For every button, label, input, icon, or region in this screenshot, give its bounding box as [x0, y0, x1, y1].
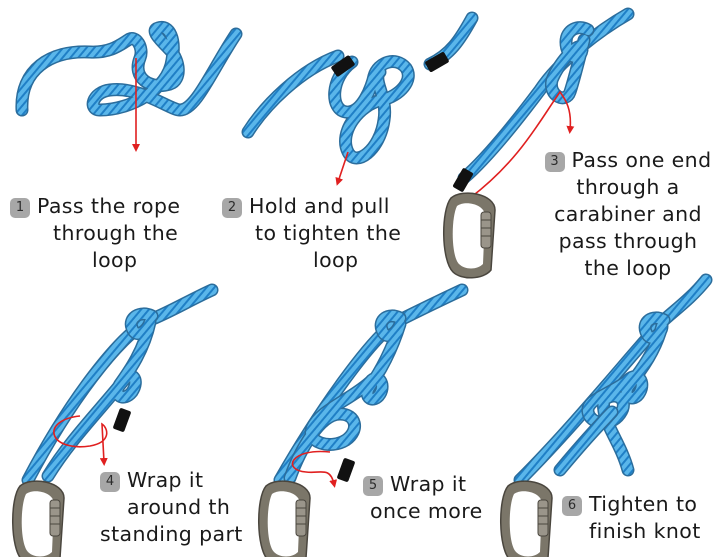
step-6-lower-strand — [553, 405, 619, 477]
step-3-line-2: through a — [576, 175, 680, 199]
step-3-line-3: carabiner and — [554, 202, 702, 226]
step-5-rope-end — [337, 458, 355, 482]
step-4-rope-end — [113, 408, 131, 432]
step-4-line-2: around th — [127, 495, 231, 519]
step-3-line-5: the loop — [584, 256, 672, 280]
step-3-line-1: Pass one end — [571, 148, 712, 172]
step-6-line-1: Tighten to — [589, 492, 698, 516]
step-2-line-2: to tighten the — [255, 221, 402, 245]
step-5-carabiner-icon — [257, 480, 311, 557]
step-2-arrow-icon — [335, 151, 349, 186]
step-1-line-1: Pass the rope — [37, 194, 181, 218]
step-5-line-2: once more — [370, 499, 483, 523]
step-2-rope-left — [241, 49, 345, 139]
step-4-caption: 4 Wrap it around th standing part — [100, 467, 243, 548]
step-2-caption: 2 Hold and pull to tighten the loop — [222, 193, 401, 274]
step-3-rope-end — [453, 168, 473, 192]
step-1-rope — [15, 20, 243, 117]
step-6-standing-rope — [513, 273, 713, 487]
step-4-carabiner-icon — [11, 480, 65, 557]
step-4-line-3: standing part — [100, 522, 243, 546]
step-3-standing-rope — [457, 7, 635, 185]
step-3-line-4: pass through — [558, 229, 698, 253]
step-1-line-2: through the — [53, 221, 179, 245]
step-3-carabiner-icon — [442, 192, 496, 279]
step-5-knot — [283, 309, 407, 485]
step-2-knot — [328, 55, 415, 165]
step-4-badge: 4 — [100, 472, 120, 492]
step-5-arrow-icon — [291, 450, 338, 488]
step-6-line-2: finish knot — [589, 519, 701, 543]
step-6-badge: 6 — [562, 496, 582, 516]
step-6-caption: 6 Tighten to finish knot — [562, 491, 701, 545]
step-3-badge: 3 — [544, 152, 565, 172]
step-3-knot — [544, 21, 595, 105]
step-4-knot — [41, 307, 159, 483]
step-5-badge: 5 — [363, 476, 383, 496]
step-3-arrow-icon — [469, 90, 575, 199]
step-2-badge: 2 — [222, 198, 242, 218]
step-6-knot — [581, 311, 671, 477]
step-1-line-3: loop — [92, 248, 138, 272]
step-1-badge: 1 — [10, 198, 30, 218]
step-3-caption: 3 Pass one end through a carabiner and pa… — [532, 147, 724, 282]
step-5-caption: 5 Wrap it once more — [363, 471, 483, 525]
step-2-line-1: Hold and pull — [249, 194, 390, 218]
step-6-carabiner-icon — [499, 480, 553, 557]
step-5-line-1: Wrap it — [390, 472, 467, 496]
step-2-rope-end-right — [425, 52, 449, 72]
step-1-caption: 1 Pass the rope through the loop — [10, 193, 180, 274]
step-2-line-3: loop — [313, 248, 359, 272]
step-4-arrow-icon — [53, 415, 108, 466]
step-2-rope-end-left — [331, 55, 355, 77]
step-4-line-1: Wrap it — [127, 468, 204, 492]
